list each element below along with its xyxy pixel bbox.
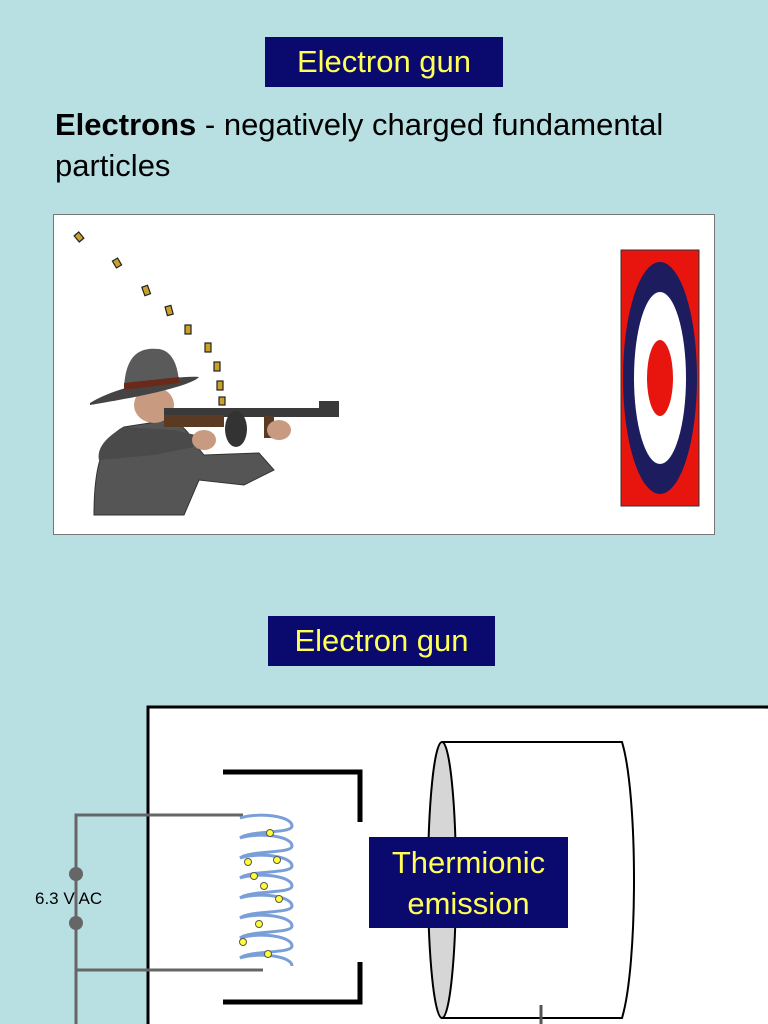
slide2-title: Electron gun	[268, 616, 495, 666]
definition-term: Electrons	[55, 107, 197, 142]
filament-wires	[74, 813, 263, 1024]
label-line-1: Thermionic	[391, 844, 546, 880]
electron-definition: Electrons - negatively charged fundament…	[55, 104, 755, 186]
thermionic-emission-label: Thermionic emission	[369, 837, 568, 928]
label-line-2: emission	[407, 885, 530, 921]
heated-filament-coil-icon	[239, 813, 294, 967]
shell-casings-icon	[73, 231, 226, 406]
gun-illustration-panel	[53, 214, 715, 535]
definition-text: - negatively charged fundamental particl…	[55, 107, 664, 183]
slide1-title: Electron gun	[265, 37, 503, 87]
roundel-target-icon	[620, 249, 700, 507]
terminal-bottom	[69, 916, 83, 930]
gunman-illustration-icon	[90, 348, 339, 516]
terminal-top	[69, 867, 83, 881]
cathode-bracket	[223, 769, 363, 1005]
voltage-label: 6.3 V AC	[35, 889, 103, 908]
